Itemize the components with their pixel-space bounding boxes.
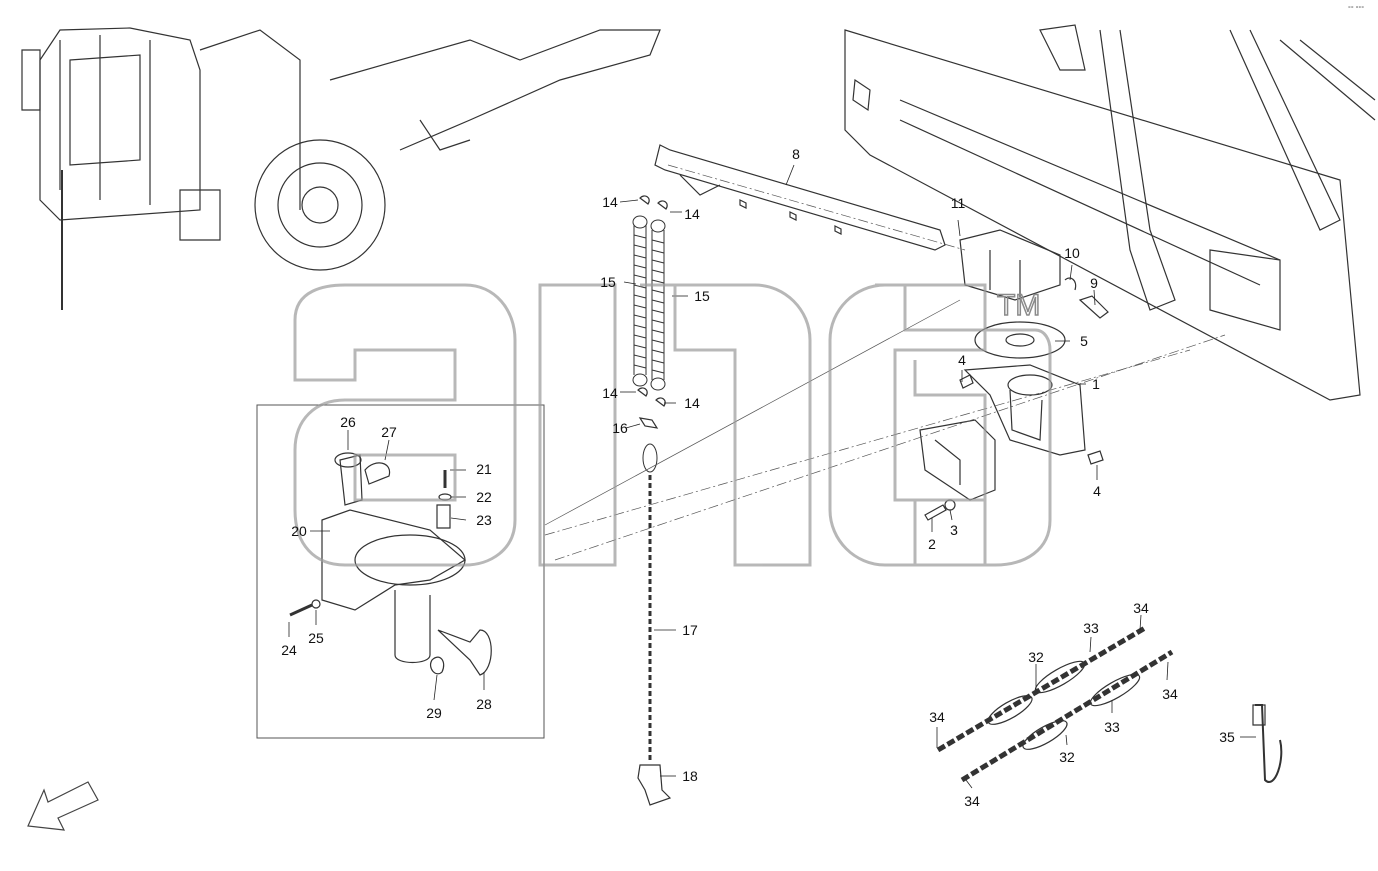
part-18-bracket [637,764,672,806]
callout-17: 17 [682,622,698,638]
direction-arrow-icon [27,781,99,831]
part-10-clip [1064,277,1077,291]
callout-27: 27 [381,424,397,440]
part-23-bushing [436,504,451,529]
callout-26: 26 [340,414,356,430]
callout-10: 10 [1064,245,1080,261]
callout-11: 11 [950,195,966,211]
part-24-bolt [289,603,313,617]
callout-34: 34 [1162,686,1178,702]
callout-23: 23 [476,512,492,528]
callout-20: 20 [291,523,307,539]
callout-14: 14 [602,194,618,210]
callout-14: 14 [602,385,618,401]
part-1-socket [963,364,1086,456]
callout-9: 9 [1090,275,1098,291]
part-15-springs [632,215,666,391]
callout-8: 8 [792,146,800,162]
callout-32: 32 [1028,649,1044,665]
part-27-spring-clip [364,462,391,485]
callout-29: 29 [426,705,442,721]
callout-33: 33 [1104,719,1120,735]
part-8-slots [739,199,842,235]
part-5-plate [974,321,1066,359]
watermark-tm: TM [997,289,1040,322]
corner-code: °° °°° [1348,6,1364,13]
callout-14: 14 [684,395,700,411]
detail-inset-frame [256,404,545,739]
part-14-clips-top [639,195,668,210]
callout-33: 33 [1083,620,1099,636]
part-14-clips-bottom [637,387,666,407]
trailer-body-illustration [844,24,1376,401]
callout-22: 22 [476,489,492,505]
callout-15: 15 [694,288,710,304]
part-29-clip [430,656,445,675]
callout-34: 34 [1133,600,1149,616]
lashing-chain-lower [960,649,1174,783]
callout-4: 4 [1093,483,1101,499]
part-20-hitch-body [321,509,467,611]
callout-16: 16 [612,420,628,436]
part-35-strap [1255,704,1283,783]
part-2-3-block [919,419,996,501]
callout-28: 28 [476,696,492,712]
callout-3: 3 [950,522,958,538]
callout-34: 34 [964,793,980,809]
part-8-bracket-bar [654,144,946,251]
callout-24: 24 [281,642,297,658]
part-28-pin [437,629,492,676]
callout-34: 34 [929,709,945,725]
callout-21: 21 [476,461,492,477]
callout-5: 5 [1080,333,1088,349]
callout-14: 14 [684,206,700,222]
machine-illustration [21,27,661,310]
part-25-washer [311,599,321,609]
part-17-chain [642,443,658,760]
callout-4: 4 [958,352,966,368]
part-9-pin [1078,295,1109,319]
part-16-link [638,417,659,429]
callout-25: 25 [308,630,324,646]
lashing-chain-upper [936,625,1147,753]
watermark-logo: TM [293,283,1052,567]
callout-1: 1 [1092,376,1100,392]
callout-32: 32 [1059,749,1075,765]
callout-18: 18 [682,768,698,784]
callout-35: 35 [1219,729,1235,745]
callout-15: 15 [600,274,616,290]
callout-2: 2 [928,536,936,552]
